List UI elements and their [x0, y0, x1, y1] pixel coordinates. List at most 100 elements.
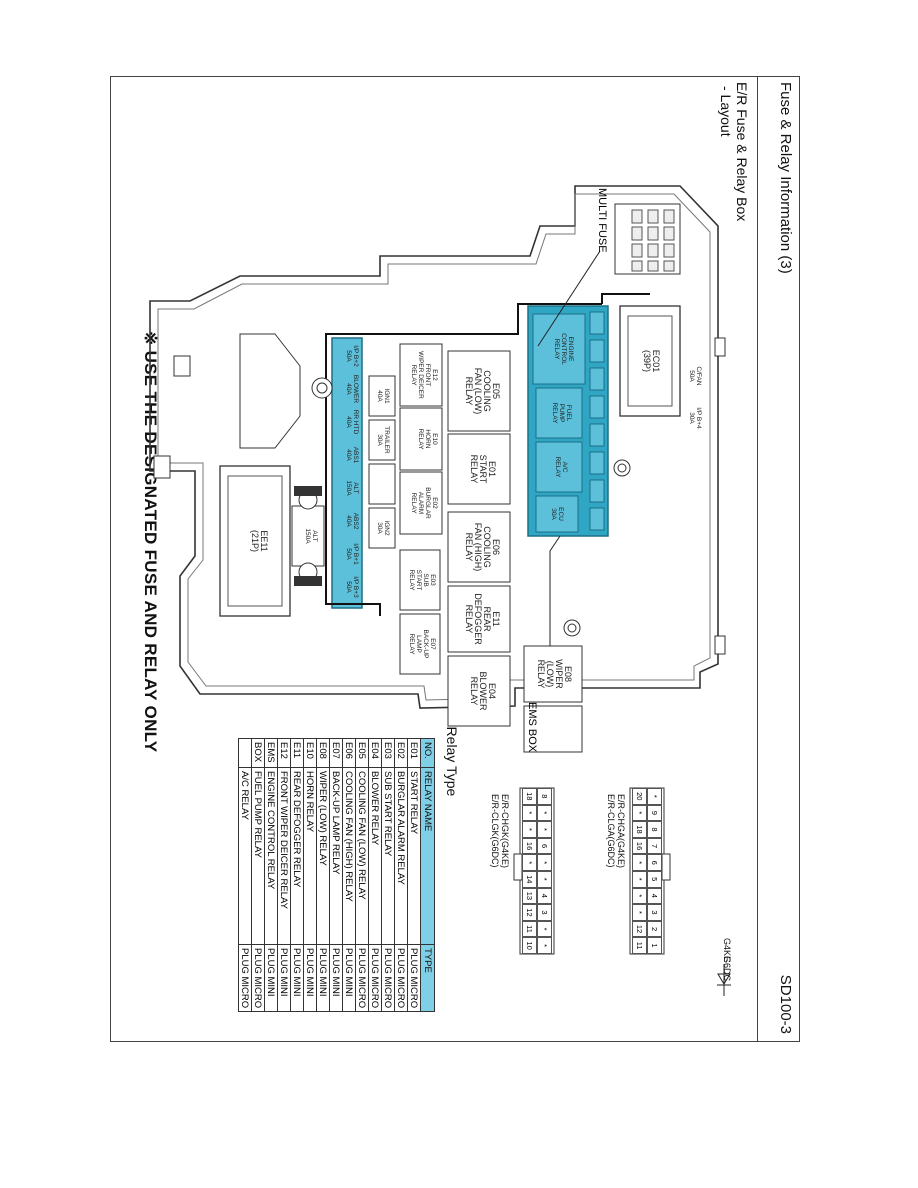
ee11-label: EE11 (21P) — [250, 529, 269, 552]
stud-bolt-inner — [316, 382, 328, 394]
connector-pin: * — [522, 804, 537, 822]
connector-pin: 18 — [632, 821, 647, 838]
table-cell: A/C RELAY — [238, 767, 252, 945]
diode-icon — [717, 964, 731, 996]
relay-e01 — [447, 433, 511, 505]
connector-pin: * — [647, 788, 662, 805]
relay-e05-label: E05 COOLING FAN (LOW) RELAY — [464, 367, 501, 415]
housing-tab — [153, 455, 171, 479]
multi-fuse-item: ABS1 40A — [345, 446, 359, 464]
connector-pin: 9 — [647, 804, 662, 822]
connector-pin: 13 — [522, 887, 537, 905]
g4ke-label: G4KE — [722, 937, 732, 962]
connector-pin: * — [537, 821, 552, 838]
table-cell: BOX — [251, 738, 265, 768]
ee11-connector-inner — [227, 475, 283, 607]
relay-e03-label: E03 SUB START RELAY — [408, 569, 436, 591]
connector-pin: 4 — [537, 887, 552, 905]
multi-fuse-strip — [331, 337, 363, 609]
table-cell: E03 — [381, 738, 395, 768]
table-cell: ENGINE CONTROL RELAY — [264, 767, 278, 945]
relay-e08 — [523, 645, 583, 703]
ems-engine-control-label: ENGINE CONTROL RELAY — [553, 333, 574, 365]
relay-e04-label: E04 BLOWER RELAY — [469, 671, 497, 711]
connector-pin: 6 — [647, 854, 662, 871]
table-cell: PLUG MICRO — [368, 944, 382, 1012]
connector-pin: 12 — [632, 920, 647, 938]
ec01-label: EC01 (39P) — [642, 349, 661, 373]
table-cell: SUB START RELAY — [381, 767, 395, 945]
connector-pin: 5 — [647, 870, 662, 888]
connector-pin: 1 — [647, 937, 662, 954]
clga-label: E/R-CLGA(G6DC) — [606, 794, 616, 868]
relay-e04 — [447, 655, 511, 727]
connector-pin: * — [522, 821, 537, 838]
connector-pin: * — [632, 904, 647, 921]
table-cell — [238, 738, 252, 768]
relay-e11 — [447, 585, 511, 653]
connector-pin: * — [537, 804, 552, 822]
fuse-blank — [368, 463, 396, 505]
table-cell: WIPER (LOW) RELAY — [316, 767, 330, 945]
alt-terminal — [294, 576, 322, 586]
ems-fuel-pump-relay — [535, 387, 583, 439]
multi-fuse-wire — [601, 293, 650, 304]
table-cell: PLUG MICRO — [381, 944, 395, 1012]
housing-inner — [157, 193, 711, 701]
fusebox-diagram — [149, 185, 731, 996]
table-cell: E01 — [407, 738, 421, 768]
table-cell: HORN RELAY — [303, 767, 317, 945]
connector-pin: 8 — [537, 788, 552, 805]
table-cell: EMS — [264, 738, 278, 768]
relay-e06 — [447, 511, 511, 583]
connector-pin: * — [537, 937, 552, 954]
clgk-label: E/R-CLGK(G6DC) — [490, 794, 500, 868]
chgk-label: E/R-CHGK(G4KE) — [500, 794, 510, 869]
relay-e06-label: E06 COOLING FAN (HIGH) RELAY — [464, 522, 501, 572]
table-cell: E02 — [394, 738, 408, 768]
chga-label: E/R-CHGA(G4KE) — [616, 794, 626, 869]
connector-pin: 2 — [647, 920, 662, 938]
relay-e12 — [399, 343, 443, 407]
mini-fuse-grid — [631, 209, 675, 272]
connector-pin: 6 — [537, 837, 552, 855]
table-cell: PLUG MICRO — [355, 944, 369, 1012]
fuse-ign1-label: IGN1 40A — [376, 388, 390, 404]
connector-pin: 7 — [647, 837, 662, 855]
relay-e08-label: E08 WIPER (LOW) RELAY — [536, 659, 573, 689]
fuse-ign1 — [368, 375, 396, 417]
relay-e02 — [399, 471, 443, 535]
connector-pin: * — [522, 854, 537, 871]
connector-pin: 14 — [522, 870, 537, 888]
connector-pin: 16 — [522, 837, 537, 855]
fuse-trailer-label: TRAILER 30A — [376, 426, 390, 454]
ec01-connector-inner — [627, 315, 673, 407]
multi-fuse-item: I/P B+1 50A — [345, 543, 359, 565]
ems-ac-label: A/C RELAY — [554, 456, 568, 478]
fuse-trailer — [368, 419, 396, 461]
table-cell: PLUG MINI — [277, 944, 291, 1012]
table-cell: COOLING FAN (LOW) RELAY — [355, 767, 369, 945]
table-cell: PLUG MINI — [303, 944, 317, 1012]
table-cell: PLUG MINI — [316, 944, 330, 1012]
multi-fuse-item: I/P B+3 50A — [345, 576, 359, 598]
multi-fuse-item: BLOWER 40A — [345, 374, 359, 404]
fuse-ign2-label: IGN2 30A — [376, 520, 390, 536]
page-frame — [110, 76, 800, 1042]
table-cell: E12 — [277, 738, 291, 768]
connector-pin: 11 — [632, 937, 647, 954]
multi-fuse-item: RR HTD 40A — [345, 409, 359, 435]
table-cell: E10 — [303, 738, 317, 768]
relay-e07-label: E07 BACK-UP LAMP RELAY — [408, 629, 436, 659]
ems-box-callout: EMS BOX — [526, 702, 538, 753]
table-cell: BURGLAR ALARM RELAY — [394, 767, 408, 945]
